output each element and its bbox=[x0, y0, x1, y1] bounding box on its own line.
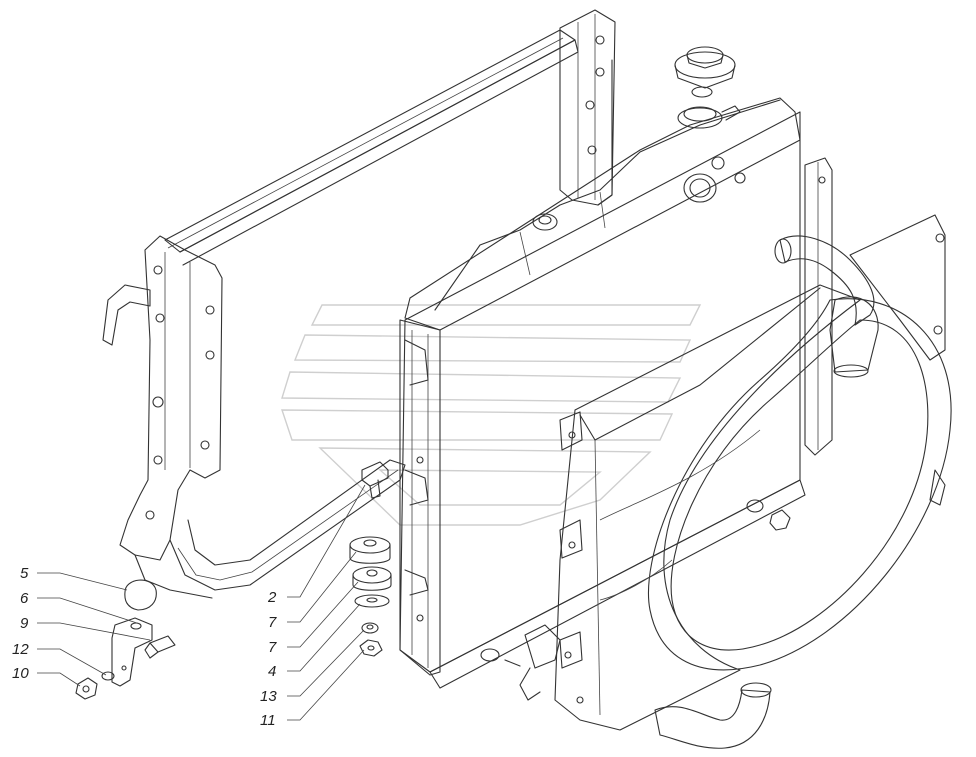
leader-lines bbox=[37, 484, 366, 721]
callout-label: 5 bbox=[20, 565, 29, 582]
mounting-parts bbox=[349, 461, 392, 657]
callout-label: 12 bbox=[12, 641, 29, 658]
radiator-core bbox=[399, 97, 833, 701]
fan-shroud bbox=[554, 214, 952, 731]
upper-hose bbox=[774, 235, 879, 378]
callout-label: 7 bbox=[268, 639, 277, 656]
callout-label: 10 bbox=[12, 665, 29, 682]
lower-hose bbox=[654, 682, 772, 749]
callout-label: 2 bbox=[267, 589, 277, 606]
bracket-parts bbox=[75, 579, 176, 700]
callout-label: 13 bbox=[260, 688, 277, 705]
callout-label: 11 bbox=[260, 712, 276, 729]
callout-label: 6 bbox=[20, 590, 29, 607]
radiator-cap bbox=[674, 46, 736, 98]
callout-label: 9 bbox=[20, 615, 29, 632]
shroud-frame bbox=[102, 9, 616, 599]
callout-label: 7 bbox=[268, 614, 277, 631]
callout-label: 4 bbox=[268, 663, 276, 680]
callout-labels: 5 6 9 12 10 2 7 7 4 13 11 bbox=[12, 565, 277, 729]
